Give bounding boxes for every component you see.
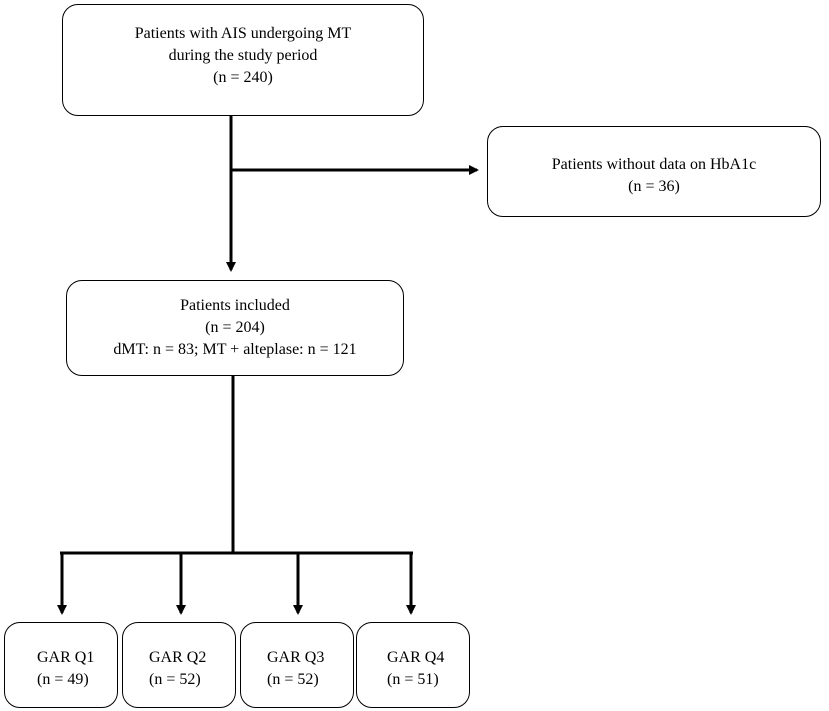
included-patients-breakdown: dMT: n = 83; MT + alteplase: n = 121 bbox=[113, 341, 357, 358]
group-q3-count: (n = 52) bbox=[267, 671, 319, 688]
total-patients-line2: during the study period bbox=[168, 47, 318, 64]
total-patients-count: (n = 240) bbox=[213, 69, 273, 86]
included-patients-box: Patients included (n = 204) dMT: n = 83;… bbox=[66, 280, 404, 376]
group-q4-count: (n = 51) bbox=[387, 671, 439, 688]
excluded-patients-count: (n = 36) bbox=[628, 178, 680, 195]
group-q1-box: GAR Q1 (n = 49) bbox=[4, 622, 118, 708]
group-q1-count: (n = 49) bbox=[37, 671, 89, 688]
group-q3-box: GAR Q3 (n = 52) bbox=[240, 622, 354, 708]
included-patients-count: (n = 204) bbox=[205, 319, 265, 336]
total-patients-box: Patients with AIS undergoing MT during t… bbox=[62, 4, 424, 116]
group-q3-label: GAR Q3 bbox=[267, 649, 325, 666]
included-patients-line1: Patients included bbox=[180, 297, 290, 314]
group-q1-label: GAR Q1 bbox=[37, 649, 95, 666]
excluded-patients-box: Patients without data on HbA1c (n = 36) bbox=[487, 126, 821, 217]
group-q2-box: GAR Q2 (n = 52) bbox=[122, 622, 236, 708]
group-q4-label: GAR Q4 bbox=[387, 649, 445, 666]
group-q2-label: GAR Q2 bbox=[149, 649, 207, 666]
excluded-patients-line1: Patients without data on HbA1c bbox=[551, 156, 757, 173]
total-patients-line1: Patients with AIS undergoing MT bbox=[134, 25, 352, 42]
group-q4-box: GAR Q4 (n = 51) bbox=[356, 622, 470, 708]
group-q2-count: (n = 52) bbox=[149, 671, 201, 688]
